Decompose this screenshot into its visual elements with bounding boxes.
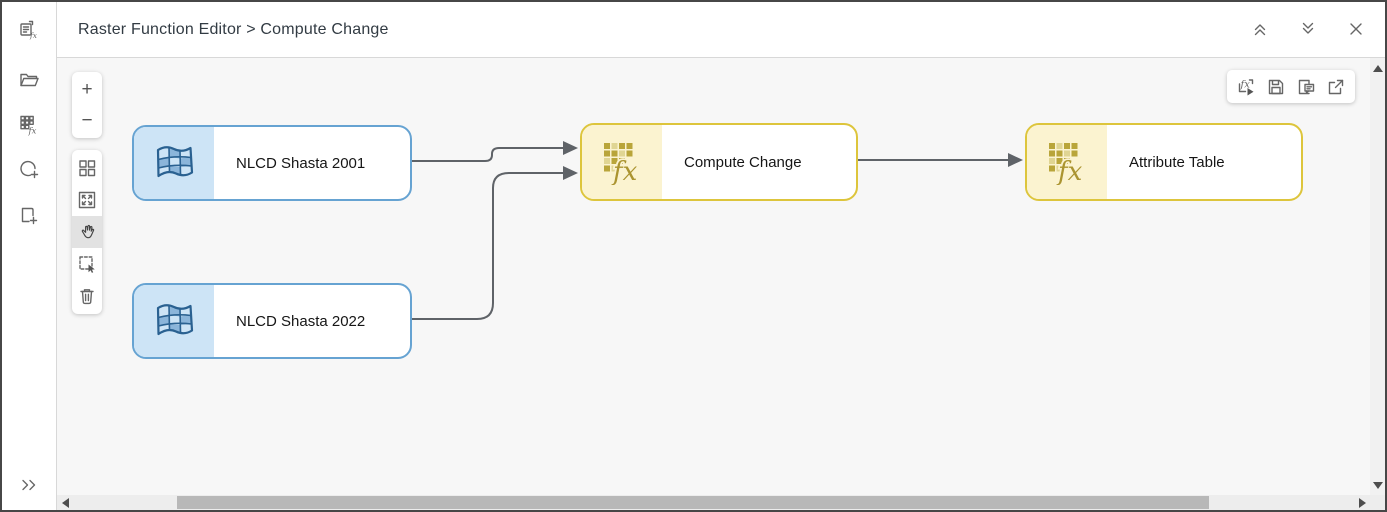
canvas-tools-toolbar [72, 150, 102, 314]
actions-toolbar: fx [1227, 70, 1355, 103]
svg-text:fx: fx [1240, 79, 1251, 90]
sidebar-item-raster-function[interactable]: fx [2, 105, 56, 145]
app-sidebar: fx fx [2, 2, 57, 510]
node-attribute-table[interactable]: fx Attribute Table [1025, 123, 1303, 201]
trash-icon [77, 286, 97, 306]
close-icon [1348, 21, 1364, 37]
save-icon [1266, 77, 1286, 97]
svg-text:fx: fx [29, 31, 38, 40]
expand-button[interactable] [1295, 16, 1321, 42]
select-button[interactable] [72, 248, 102, 280]
scroll-right-arrow[interactable] [1354, 495, 1370, 510]
double-chevron-right-icon [19, 476, 39, 494]
arrowhead [1008, 153, 1023, 167]
vertical-scrollbar[interactable] [1370, 58, 1385, 495]
sidebar-item-add-function[interactable] [2, 150, 56, 190]
node-label: NLCD Shasta 2001 [236, 154, 366, 172]
marquee-select-icon [77, 254, 97, 274]
plus-icon: + [81, 79, 93, 100]
double-chevron-up-icon [1251, 20, 1269, 38]
scroll-down-arrow[interactable] [1370, 477, 1385, 493]
minus-icon: − [81, 110, 93, 131]
raster-layer-icon [134, 127, 214, 199]
function-editor-canvas[interactable]: NLCD Shasta 2001 [57, 58, 1370, 495]
svg-text:fx: fx [611, 157, 638, 185]
double-chevron-down-icon [1299, 20, 1317, 38]
node-compute-change[interactable]: fx Compute Change [580, 123, 858, 201]
function-fx-grid-icon: fx [582, 125, 662, 199]
svg-text:fx: fx [1056, 157, 1083, 185]
svg-text:fx: fx [28, 127, 37, 137]
note-icon [1296, 77, 1316, 97]
horizontal-scrollbar-thumb[interactable] [177, 496, 1209, 509]
node-label: Compute Change [684, 153, 802, 171]
close-button[interactable] [1343, 16, 1369, 42]
export-icon [1326, 77, 1346, 97]
arrowhead [563, 166, 578, 180]
scrollbar-corner [1370, 495, 1385, 510]
fit-extent-icon [77, 190, 97, 210]
zoom-in-button[interactable]: + [72, 74, 102, 105]
page-plus-icon [18, 205, 40, 227]
raster-layer-icon [134, 285, 214, 357]
pan-button[interactable] [72, 216, 102, 248]
zoom-out-button[interactable]: − [72, 105, 102, 136]
node-label: Attribute Table [1129, 153, 1225, 171]
apply-button[interactable]: fx [1231, 72, 1261, 101]
node-nlcd-shasta-2022[interactable]: NLCD Shasta 2022 [132, 283, 412, 359]
layout-grid-icon [77, 158, 97, 178]
raster-fx-grid-icon: fx [18, 114, 40, 136]
page-title: Raster Function Editor > Compute Change [78, 20, 389, 38]
save-button[interactable] [1261, 72, 1291, 101]
hand-icon [77, 222, 97, 242]
zoom-toolbar: + − [72, 72, 102, 138]
circle-plus-icon [18, 159, 40, 181]
edge-nlcd2022-to-compute [408, 172, 563, 320]
function-fx-grid-icon: fx [1027, 125, 1107, 199]
node-label: NLCD Shasta 2022 [236, 312, 366, 330]
properties-button[interactable] [1291, 72, 1321, 101]
scroll-up-arrow[interactable] [1370, 60, 1385, 76]
sidebar-expand-button[interactable] [2, 468, 56, 502]
sidebar-item-open[interactable] [2, 60, 56, 100]
header: Raster Function Editor > Compute Change [57, 2, 1385, 58]
open-folder-icon [18, 69, 40, 91]
node-nlcd-shasta-2001[interactable]: NLCD Shasta 2001 [132, 125, 412, 201]
export-button[interactable] [1321, 72, 1351, 101]
arrowhead [563, 141, 578, 155]
fit-to-window-button[interactable] [72, 184, 102, 216]
delete-button[interactable] [72, 280, 102, 312]
horizontal-scrollbar[interactable] [57, 495, 1370, 510]
collapse-button[interactable] [1247, 16, 1273, 42]
scroll-left-arrow[interactable] [57, 495, 73, 510]
auto-layout-button[interactable] [72, 152, 102, 184]
raster-function-editor-icon: fx [2, 12, 56, 48]
edge-nlcd2001-to-compute [408, 147, 563, 162]
sidebar-item-new-template[interactable] [2, 196, 56, 236]
apply-fx-icon: fx [1235, 76, 1257, 98]
